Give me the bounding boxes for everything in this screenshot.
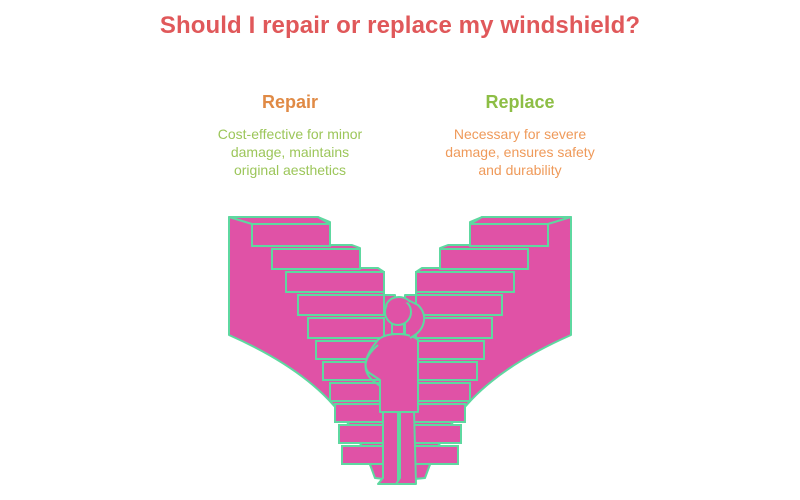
- option-replace-line: damage, ensures safety: [445, 144, 595, 160]
- option-repair-heading: Repair: [261, 92, 319, 112]
- option-repair-line: damage, maintains: [230, 144, 350, 160]
- option-repair-line: Cost-effective for minor: [217, 126, 363, 142]
- option-repair-line: original aesthetics: [233, 162, 347, 178]
- option-repair: Repair Cost-effective for minor damage, …: [190, 92, 390, 179]
- option-replace-line: Necessary for severe: [453, 126, 587, 142]
- option-repair-description: Cost-effective for minor damage, maintai…: [190, 125, 390, 179]
- option-replace-heading: Replace: [485, 92, 555, 112]
- option-replace-line: and durability: [478, 162, 562, 178]
- person-icon: [364, 296, 426, 485]
- option-replace-description: Necessary for severe damage, ensures saf…: [420, 125, 620, 179]
- option-replace: Replace Necessary for severe damage, ens…: [420, 92, 620, 179]
- page-title: Should I repair or replace my windshield…: [159, 12, 641, 39]
